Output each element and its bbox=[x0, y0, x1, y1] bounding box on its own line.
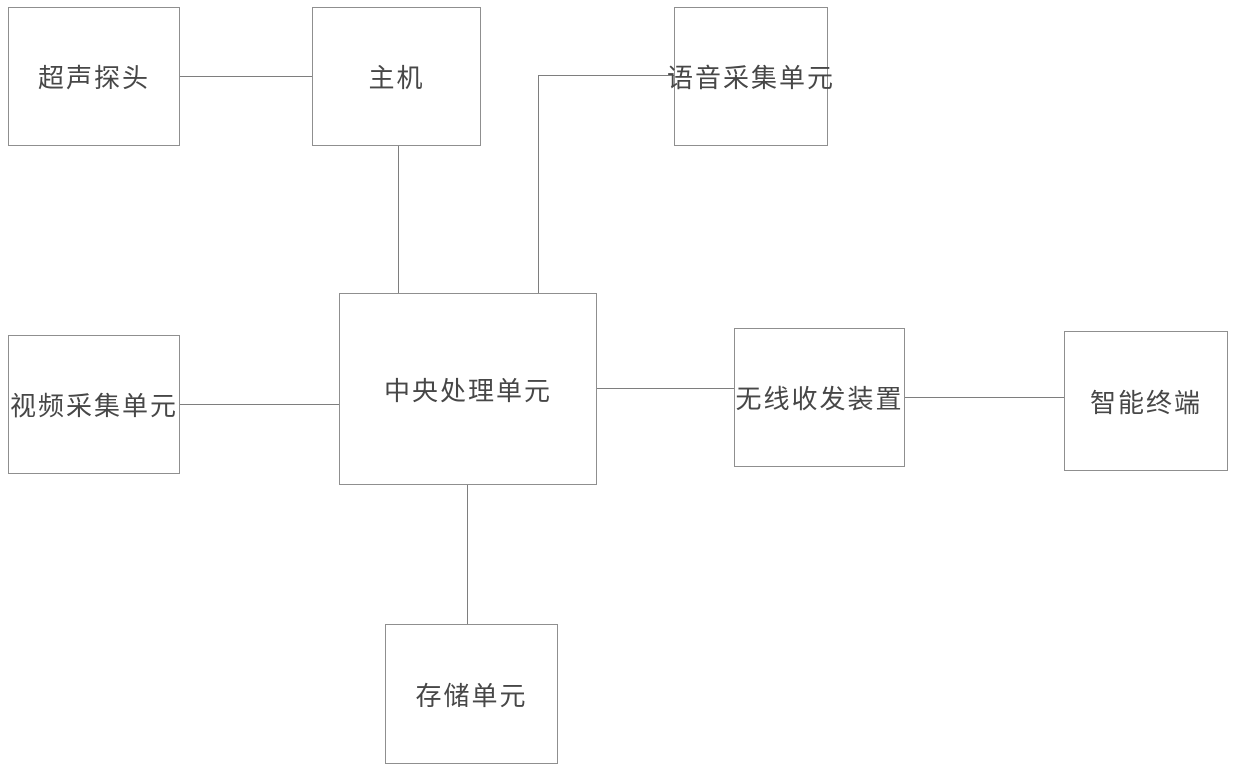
node-smart-terminal: 智能终端 bbox=[1064, 331, 1228, 471]
node-storage-unit: 存储单元 bbox=[385, 624, 558, 764]
node-central-processing-unit: 中央处理单元 bbox=[339, 293, 597, 485]
edge-cpu-to-wireless-transceiver bbox=[597, 388, 734, 389]
node-ultrasound-probe: 超声探头 bbox=[8, 7, 180, 146]
node-video-capture-unit-label: 视频采集单元 bbox=[9, 392, 178, 422]
node-smart-terminal-label: 智能终端 bbox=[1089, 388, 1202, 419]
node-voice-capture-unit-label: 语音采集单元 bbox=[667, 64, 836, 94]
node-host: 主机 bbox=[312, 7, 481, 146]
node-wireless-transceiver: 无线收发装置 bbox=[734, 328, 905, 467]
node-voice-capture-unit: 语音采集单元 bbox=[667, 7, 833, 146]
edge-cpu-to-storage-unit bbox=[467, 485, 468, 624]
edge-ultrasound-probe-to-host bbox=[180, 76, 312, 77]
node-storage-unit-label: 存储单元 bbox=[415, 681, 528, 712]
edge-wireless-to-smart-terminal bbox=[905, 397, 1064, 398]
node-central-processing-unit-label: 中央处理单元 bbox=[383, 376, 552, 407]
node-video-capture-unit: 视频采集单元 bbox=[8, 335, 180, 474]
edge-video-capture-to-cpu bbox=[180, 404, 339, 405]
node-wireless-transceiver-label: 无线收发装置 bbox=[735, 385, 904, 415]
node-host-label: 主机 bbox=[368, 64, 425, 94]
edge-voice-capture-to-cpu-vertical bbox=[538, 75, 539, 293]
edge-voice-capture-to-cpu-horizontal bbox=[538, 75, 674, 76]
node-ultrasound-probe-label: 超声探头 bbox=[37, 64, 150, 94]
edge-host-to-cpu bbox=[398, 146, 399, 293]
